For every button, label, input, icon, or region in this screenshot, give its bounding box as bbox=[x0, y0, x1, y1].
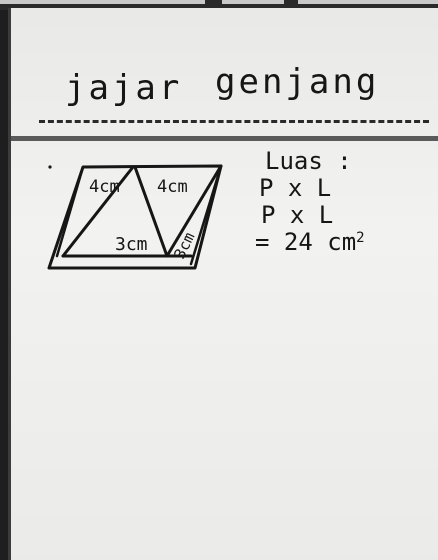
notes-result-value: = 24 cm bbox=[255, 228, 357, 256]
left-inner-edge bbox=[55, 165, 85, 258]
label-bottom-middle: 3cm bbox=[115, 234, 148, 255]
notes-formula-line-1: P x L bbox=[259, 174, 332, 202]
title-dashed-underline bbox=[39, 120, 429, 123]
right-inner-edge bbox=[189, 164, 223, 266]
label-right-top: 4cm bbox=[157, 177, 188, 197]
notes-formula-line-2: P x L bbox=[261, 201, 334, 229]
notebook-page: jajar genjang 4cm 4cm 3cm 3cm Luas : P x… bbox=[8, 8, 438, 560]
diagonal-right bbox=[165, 164, 223, 258]
header-divider-line bbox=[11, 136, 438, 141]
diagonal-left bbox=[61, 165, 135, 258]
photo-background-strip bbox=[0, 0, 438, 10]
area-calculation-notes: Luas : P x L P x L = 24 cm2 bbox=[251, 148, 365, 256]
title-word-genjang: genjang bbox=[215, 62, 380, 102]
notes-heading-luas: Luas : bbox=[265, 147, 352, 175]
title-word-jajar: jajar bbox=[65, 68, 183, 108]
parallelogram-drawing: 4cm 4cm 3cm 3cm bbox=[47, 164, 223, 270]
label-left-top: 4cm bbox=[89, 177, 120, 197]
notes-result-exponent: 2 bbox=[356, 230, 365, 246]
parallelogram-outline bbox=[47, 164, 223, 270]
notes-result-line: = 24 cm2 bbox=[255, 229, 365, 256]
diagonal-middle bbox=[133, 165, 169, 258]
ink-dot bbox=[48, 165, 52, 169]
